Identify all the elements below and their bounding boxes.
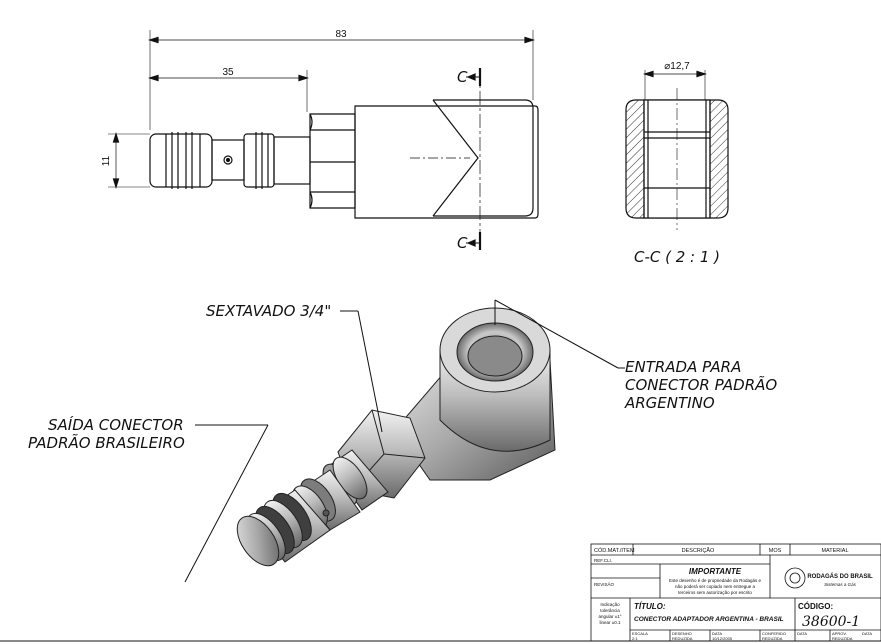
tb-footer-6: APROV. bbox=[832, 631, 847, 636]
callout-leaders bbox=[184, 299, 625, 583]
section-marker-bottom: C bbox=[457, 234, 468, 252]
tb-important-line3: terceiros sem autorização por escrito bbox=[678, 590, 752, 595]
tb-row-rev: REVISÃO bbox=[594, 581, 615, 587]
callout-outlet-line1: SAÍDA CONECTOR bbox=[48, 415, 184, 434]
tb-col-desc: DESCRIÇÃO bbox=[682, 547, 715, 554]
tb-company-name: RODAGÁS DO BRASIL bbox=[807, 573, 873, 580]
callout-inlet-line3: ARGENTINO bbox=[624, 394, 715, 412]
callout-inlet-line1: ENTRADA PARA bbox=[625, 358, 741, 376]
tb-footer-1: ESCALA bbox=[632, 631, 648, 636]
callout-inlet-line2: CONECTOR PADRÃO bbox=[625, 375, 777, 394]
tb-col-material: MATERIAL bbox=[821, 548, 848, 554]
tb-code-value: 38600-1 bbox=[802, 614, 860, 630]
tb-title-label: TÍTULO: bbox=[634, 602, 666, 611]
callout-hex: SEXTAVADO 3/4" bbox=[206, 302, 331, 320]
tb-footer-1v: 2:1 bbox=[632, 636, 638, 641]
dim-overall-length: 83 bbox=[335, 29, 347, 40]
title-block-text: CÓD.MAT./ITEM DESCRIÇÃO MOS MATERIAL REF… bbox=[594, 547, 873, 641]
tb-footer-6v: REDUZIDA bbox=[832, 636, 853, 641]
dim-small-diameter: 11 bbox=[101, 155, 112, 166]
tb-footer-7: DATA bbox=[862, 631, 872, 636]
tb-footer-4v: REDUZIDA bbox=[762, 636, 783, 641]
tb-footer-3: DATA bbox=[712, 631, 722, 636]
dim-bore-diameter: ⌀12,7 bbox=[664, 61, 690, 72]
section-caption: C-C ( 2 : 1 ) bbox=[634, 248, 720, 266]
tb-footer-2: DESENHO bbox=[672, 631, 692, 636]
tb-important-line1: Este desenho é de propriedade da Rodagás… bbox=[669, 578, 762, 583]
tb-footer-4: CONFERIDO bbox=[762, 631, 786, 636]
tb-code-label: CÓDIGO: bbox=[798, 602, 833, 611]
tb-notes-line4: linear ±0.1 bbox=[600, 620, 621, 625]
isometric-view bbox=[236, 307, 556, 567]
tb-col-code: CÓD.MAT./ITEM bbox=[594, 547, 635, 554]
section-view-cc bbox=[625, 70, 729, 230]
tb-row-ref: REF.CLI. bbox=[594, 558, 612, 563]
tb-footer-3v: 10/12/2005 bbox=[712, 636, 733, 641]
tb-col-qty: MOS bbox=[769, 548, 782, 554]
section-marker-top: C bbox=[457, 68, 468, 86]
side-view bbox=[108, 30, 539, 250]
tb-notes-line1: Indicação bbox=[600, 602, 620, 607]
tb-notes-line3: angular ±1° bbox=[598, 614, 621, 619]
title-block bbox=[590, 543, 881, 642]
tb-important-title: IMPORTANTE bbox=[689, 567, 742, 576]
tb-company-tagline: Sistemas a Gás bbox=[824, 582, 857, 587]
dim-partial-length: 35 bbox=[222, 67, 234, 78]
tb-notes-line2: tolerância bbox=[600, 608, 620, 613]
tb-footer-5: DATA bbox=[797, 631, 807, 636]
tb-title-value: CONECTOR ADAPTADOR ARGENTINA - BRASIL bbox=[634, 616, 784, 623]
tb-footer-2v: REDUZIDA bbox=[672, 636, 693, 641]
tb-important-line2: não poderá ser copiado nem entregue a bbox=[675, 584, 756, 589]
callout-outlet-line2: PADRÃO BRASILEIRO bbox=[28, 433, 185, 452]
